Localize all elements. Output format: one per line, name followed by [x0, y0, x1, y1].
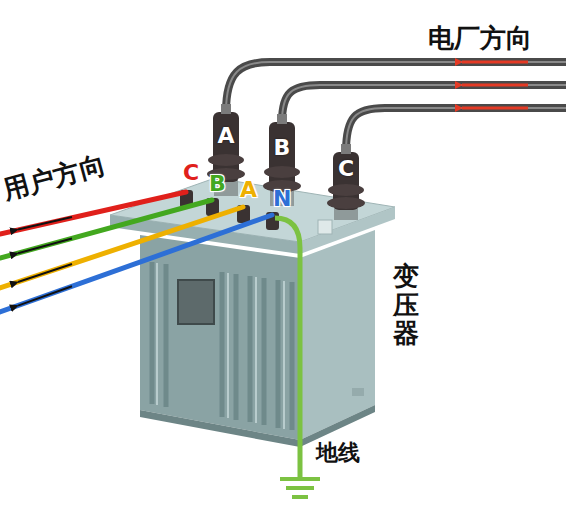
tank-side [300, 230, 375, 440]
power-flow-arrows [462, 62, 528, 108]
phase-label: A [240, 177, 257, 202]
phase-label: C [183, 160, 199, 185]
radiator-fins [152, 262, 292, 430]
ground-label: 地线 [316, 440, 360, 465]
hv-bushing: C [336, 157, 357, 184]
fin-highlights [157, 263, 284, 429]
direction-label: 用户方向 [0, 150, 108, 206]
ground-wire [275, 218, 300, 478]
user-flow-arrows [18, 217, 72, 306]
tank-front [140, 235, 300, 440]
phase-label: B [209, 171, 226, 196]
hv-bushing-c [327, 144, 365, 220]
drain-valve [352, 388, 364, 396]
phase-letter: B [272, 136, 293, 160]
phase-letter: A [215, 124, 237, 148]
lv-wires [0, 192, 272, 312]
nameplate [178, 280, 214, 324]
transformer-tank: 变压器 [140, 235, 375, 440]
breather [318, 220, 332, 234]
hv-bushing: B [272, 136, 293, 163]
transformer-label: 变压器 [393, 262, 419, 348]
direction-label: 电厂方向 [428, 24, 532, 54]
phase-letter: C [336, 157, 357, 181]
ground-symbol [280, 479, 320, 497]
neutral-label: N [273, 186, 291, 211]
hv-bushing: A [215, 124, 237, 151]
hv-bushing-a [207, 104, 245, 196]
